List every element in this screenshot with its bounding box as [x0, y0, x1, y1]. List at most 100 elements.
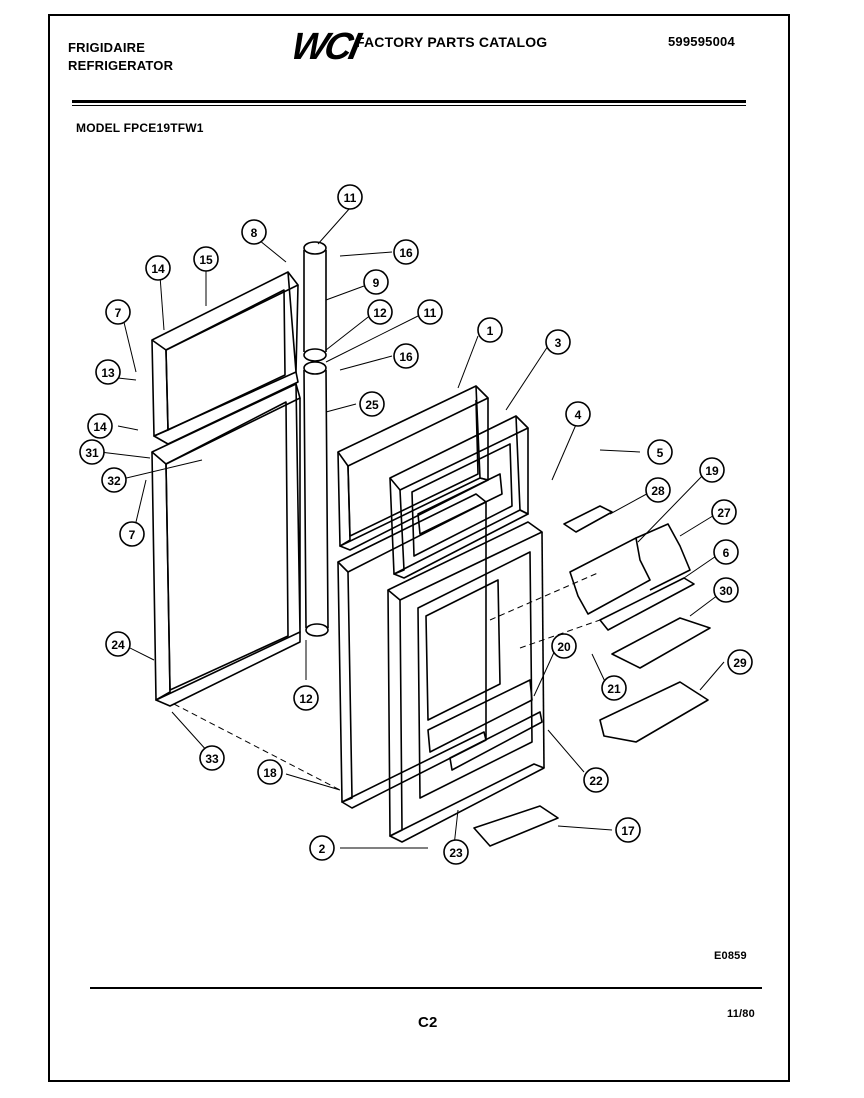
- callout-bubble: [199, 745, 225, 771]
- callout-3: 3: [545, 329, 571, 355]
- callout-number: 7: [129, 528, 136, 542]
- callout-bubble: [699, 457, 725, 483]
- callout-8: 8: [241, 219, 267, 245]
- callout-4: 4: [565, 401, 591, 427]
- callout-16: 16: [393, 343, 419, 369]
- callout-number: 19: [705, 464, 719, 478]
- callout-number: 22: [589, 774, 603, 788]
- callout-number: 11: [344, 191, 357, 205]
- callout-bubble: [101, 467, 127, 493]
- callout-bubble: [713, 539, 739, 565]
- callout-number: 16: [399, 350, 413, 364]
- callout-bubble: [363, 269, 389, 295]
- fresh-food-door-liner: [387, 521, 545, 843]
- freezer-gasket-frame: [151, 271, 299, 445]
- callout-number: 18: [263, 766, 277, 780]
- callout-7: 7: [105, 299, 131, 325]
- callout-6: 6: [713, 539, 739, 565]
- callout-number: 28: [651, 484, 665, 498]
- door-bins: [473, 505, 711, 847]
- catalog-title: FACTORY PARTS CATALOG: [356, 34, 548, 50]
- catalog-number: 599595004: [668, 34, 735, 49]
- callout-bubble: [105, 631, 131, 657]
- door-handle-tubes: [303, 241, 329, 637]
- callout-number: 6: [723, 546, 730, 560]
- callout-19: 19: [699, 457, 725, 483]
- callout-number: 8: [251, 226, 258, 240]
- revision-date: 11/80: [727, 1008, 755, 1020]
- callout-number: 1: [487, 324, 494, 338]
- callout-bubble: [119, 521, 145, 547]
- callout-12: 12: [293, 685, 319, 711]
- callout-number: 23: [449, 846, 463, 860]
- callout-number: 3: [555, 336, 562, 350]
- callout-number: 25: [365, 398, 379, 412]
- callout-13: 13: [95, 359, 121, 385]
- callout-bubble: [87, 413, 113, 439]
- footer-rule: [90, 987, 762, 989]
- callout-number: 12: [373, 306, 387, 320]
- model-label: MODEL FPCE19TFW1: [76, 121, 204, 135]
- callout-bubble: [79, 439, 105, 465]
- callout-9: 9: [363, 269, 389, 295]
- callout-bubble: [727, 649, 753, 675]
- callout-number: 20: [557, 640, 571, 654]
- callout-bubble: [545, 329, 571, 355]
- callout-bubble: [615, 817, 641, 843]
- callout-number: 12: [299, 692, 313, 706]
- callout-bubble: [417, 299, 443, 325]
- callout-2: 2: [309, 835, 335, 861]
- callout-number: 16: [399, 246, 413, 260]
- callout-27: 27: [711, 499, 737, 525]
- product-type: REFRIGERATOR: [68, 58, 174, 73]
- callout-bubble: [293, 685, 319, 711]
- callout-29: 29: [727, 649, 753, 675]
- header-rule: [72, 100, 746, 103]
- callout-number: 14: [151, 262, 165, 276]
- header-rule-thin: [72, 105, 746, 106]
- callout-bubble: [713, 577, 739, 603]
- callout-20: 20: [551, 633, 577, 659]
- callout-bubble: [647, 439, 673, 465]
- callout-bubble: [337, 184, 363, 210]
- brand-name: FRIGIDAIRE: [68, 40, 146, 55]
- callout-bubble: [359, 391, 385, 417]
- callout-number: 29: [733, 656, 747, 670]
- callout-bubble: [193, 246, 219, 272]
- callout-12: 12: [367, 299, 393, 325]
- callout-bubble: [105, 299, 131, 325]
- callout-number: 30: [719, 584, 733, 598]
- callout-bubble: [241, 219, 267, 245]
- callout-bubble: [393, 239, 419, 265]
- callout-number: 15: [199, 253, 213, 267]
- callout-bubble: [477, 317, 503, 343]
- callout-number: 21: [607, 682, 621, 696]
- callout-number: 32: [107, 474, 121, 488]
- callout-22: 22: [583, 767, 609, 793]
- callout-number: 24: [111, 638, 125, 652]
- callout-32: 32: [101, 467, 127, 493]
- callout-33: 33: [199, 745, 225, 771]
- callout-bubble: [309, 835, 335, 861]
- callout-30: 30: [713, 577, 739, 603]
- callout-number: 27: [717, 506, 731, 520]
- page-label: C2: [418, 1014, 438, 1031]
- callout-14: 14: [145, 255, 171, 281]
- callout-bubble: [145, 255, 171, 281]
- callout-bubble: [583, 767, 609, 793]
- callout-bubble: [551, 633, 577, 659]
- callout-bubble: [393, 343, 419, 369]
- callout-number: 17: [621, 824, 635, 838]
- callout-bubble: [443, 839, 469, 865]
- callout-14: 14: [87, 413, 113, 439]
- callout-18: 18: [257, 759, 283, 785]
- callout-number: 5: [657, 446, 664, 460]
- callout-11: 11: [417, 299, 443, 325]
- callout-24: 24: [105, 631, 131, 657]
- callout-11: 11: [337, 184, 363, 210]
- callout-21: 21: [601, 675, 627, 701]
- callout-1: 1: [477, 317, 503, 343]
- callout-number: 11: [424, 306, 437, 320]
- fresh-food-gasket-frame: [151, 383, 301, 707]
